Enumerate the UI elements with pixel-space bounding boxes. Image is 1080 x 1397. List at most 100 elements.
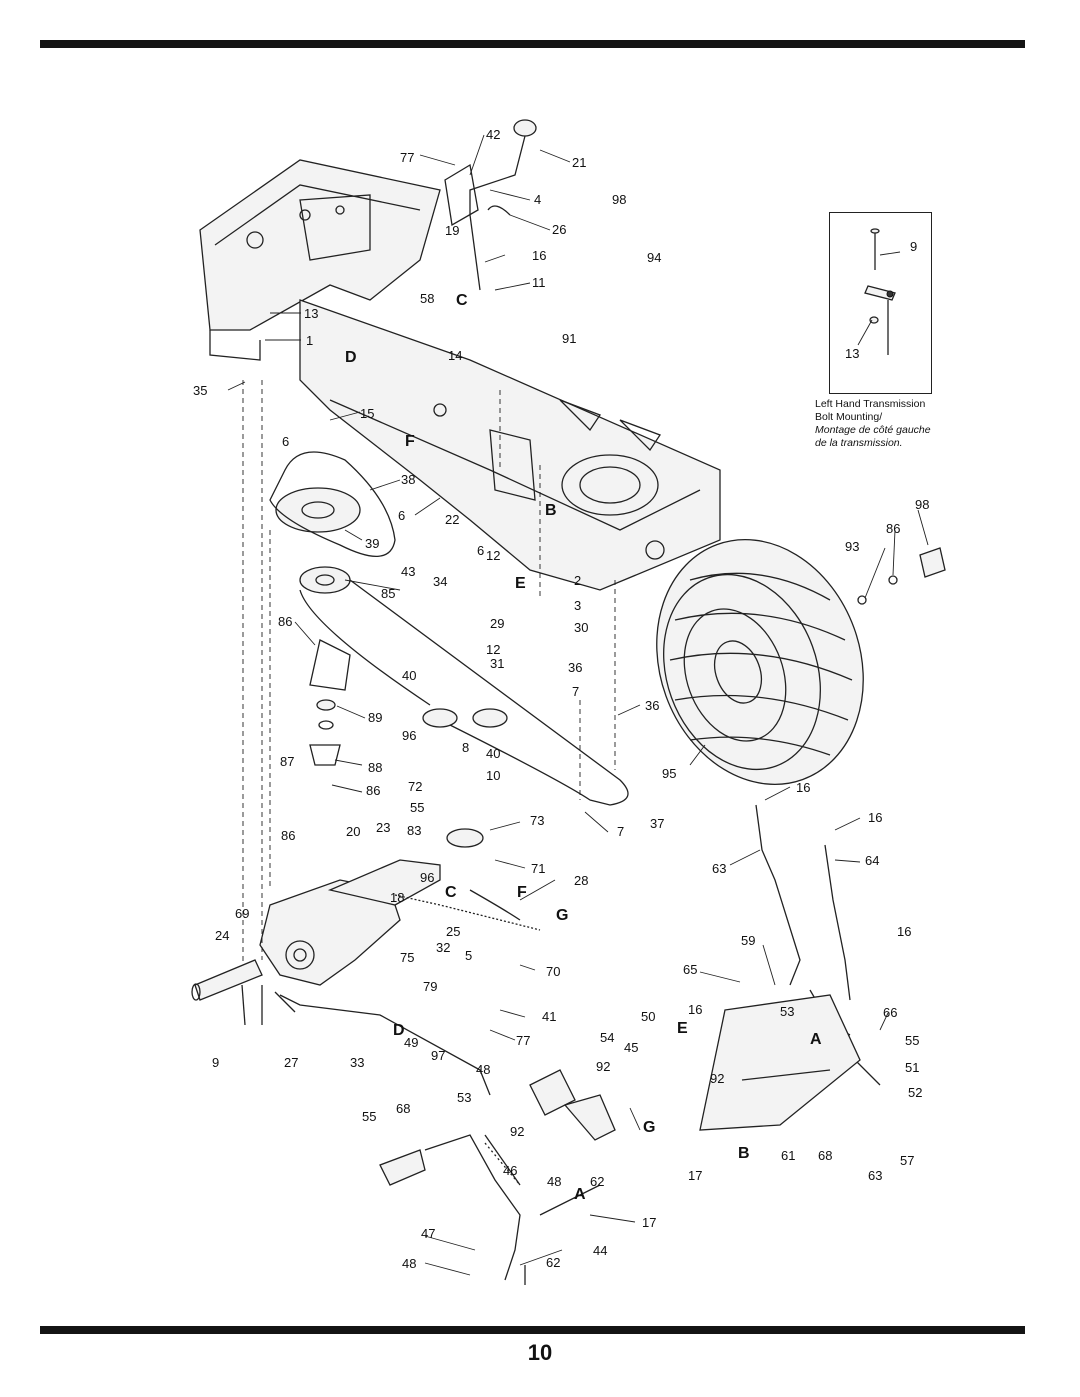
callout-label: 77 [400, 150, 414, 165]
callout-label: 53 [457, 1090, 471, 1105]
callout-label: 68 [396, 1101, 410, 1116]
callout-label: 57 [900, 1153, 914, 1168]
callout-label: 16 [688, 1002, 702, 1017]
transaxle [191, 859, 541, 1096]
callout-label: 16 [796, 780, 810, 795]
callout-label: 54 [600, 1030, 614, 1045]
callout-label: 66 [883, 1005, 897, 1020]
callout-label: 79 [423, 979, 437, 994]
callout-label: 77 [516, 1033, 530, 1048]
reference-letter: C [445, 884, 457, 901]
callout-label: 45 [624, 1040, 638, 1055]
callout-label: 92 [510, 1124, 524, 1139]
callout-label: 31 [490, 656, 504, 671]
callout-label: 49 [404, 1035, 418, 1050]
callout-label: 8 [462, 740, 469, 755]
inset-frame [829, 212, 932, 394]
callout-label: 19 [445, 223, 459, 238]
callout-label: 40 [402, 668, 416, 683]
callout-label: 23 [376, 820, 390, 835]
callout-label: 63 [868, 1168, 882, 1183]
callout-labels: 77 42 21 4 98 19 26 16 94 11 58 13 91 1 … [193, 127, 929, 1271]
callout-label: 59 [741, 933, 755, 948]
bottom-rule [40, 1326, 1025, 1334]
callout-label: 63 [712, 861, 726, 876]
callout-label: 53 [780, 1004, 794, 1019]
callout-label: 27 [284, 1055, 298, 1070]
callout-label: 6 [477, 543, 484, 558]
callout-label: 13 [845, 346, 859, 361]
callout-label: 65 [683, 962, 697, 977]
callout-label: 15 [360, 406, 374, 421]
callout-label: 25 [446, 924, 460, 939]
inset-bolt-assembly [864, 228, 896, 355]
reference-letter: D [393, 1022, 405, 1039]
callout-label: 16 [868, 810, 882, 825]
callout-label: 38 [401, 472, 415, 487]
callout-label: 62 [546, 1255, 560, 1270]
reference-letter: G [643, 1119, 655, 1136]
callout-label: 1 [306, 333, 313, 348]
callout-label: 58 [420, 291, 434, 306]
top-rule [40, 40, 1025, 48]
leader-lines [227, 134, 929, 1276]
callout-label: 6 [398, 508, 405, 523]
reference-letter: C [456, 292, 468, 309]
callout-label: 86 [886, 521, 900, 536]
callout-label: 35 [193, 383, 207, 398]
callout-label: 13 [304, 306, 318, 321]
callout-label: 16 [897, 924, 911, 939]
callout-label: 72 [408, 779, 422, 794]
callout-label: 96 [402, 728, 416, 743]
callout-label: 55 [362, 1109, 376, 1124]
callout-label: 46 [503, 1163, 517, 1178]
callout-label: 52 [908, 1085, 922, 1100]
callout-label: 11 [532, 275, 546, 290]
callout-label: 64 [865, 853, 879, 868]
callout-label: 3 [574, 598, 581, 613]
inset-caption-line: Montage de côté gauche [815, 424, 931, 436]
shift-lever [444, 119, 537, 291]
inset-caption-line: de la transmission. [815, 437, 903, 449]
callout-label: 75 [400, 950, 414, 965]
callout-label: 86 [281, 828, 295, 843]
callout-label: 94 [647, 250, 661, 265]
callout-label: 86 [366, 783, 380, 798]
callout-label: 61 [781, 1148, 795, 1163]
reference-letters: C D F B E C F G D E A G B A [345, 292, 822, 1203]
callout-label: 12 [486, 548, 500, 563]
callout-label: 21 [572, 155, 586, 170]
callout-label: 98 [612, 192, 626, 207]
callout-label: 48 [476, 1062, 490, 1077]
callout-label: 95 [662, 766, 676, 781]
callout-label: 69 [235, 906, 249, 921]
callout-label: 39 [365, 536, 379, 551]
page-number: 10 [527, 1340, 553, 1365]
callout-label: 17 [642, 1215, 656, 1230]
callout-label: 92 [710, 1071, 724, 1086]
reference-letter: A [810, 1031, 822, 1048]
callout-label: 7 [572, 684, 579, 699]
callout-label: 87 [280, 754, 294, 769]
callout-label: 29 [490, 616, 504, 631]
callout-label: 9 [212, 1055, 219, 1070]
callout-label: 73 [530, 813, 544, 828]
callout-label: 30 [574, 620, 588, 635]
callout-label: 83 [407, 823, 421, 838]
callout-label: 18 [390, 890, 404, 905]
callout-label: 9 [910, 239, 917, 254]
callout-label: 32 [436, 940, 450, 955]
callout-label: 40 [486, 746, 500, 761]
callout-label: 89 [368, 710, 382, 725]
callout-label: 48 [402, 1256, 416, 1271]
callout-label: 28 [574, 873, 588, 888]
inset-caption-line: Bolt Mounting/ [815, 411, 883, 423]
callout-label: 34 [433, 574, 447, 589]
callout-label: 85 [381, 586, 395, 601]
reference-letter: E [677, 1020, 688, 1037]
callout-label: 33 [350, 1055, 364, 1070]
callout-label: 12 [486, 642, 500, 657]
callout-label: 26 [552, 222, 566, 237]
callout-label: 17 [688, 1168, 702, 1183]
reference-letter: E [515, 575, 526, 592]
